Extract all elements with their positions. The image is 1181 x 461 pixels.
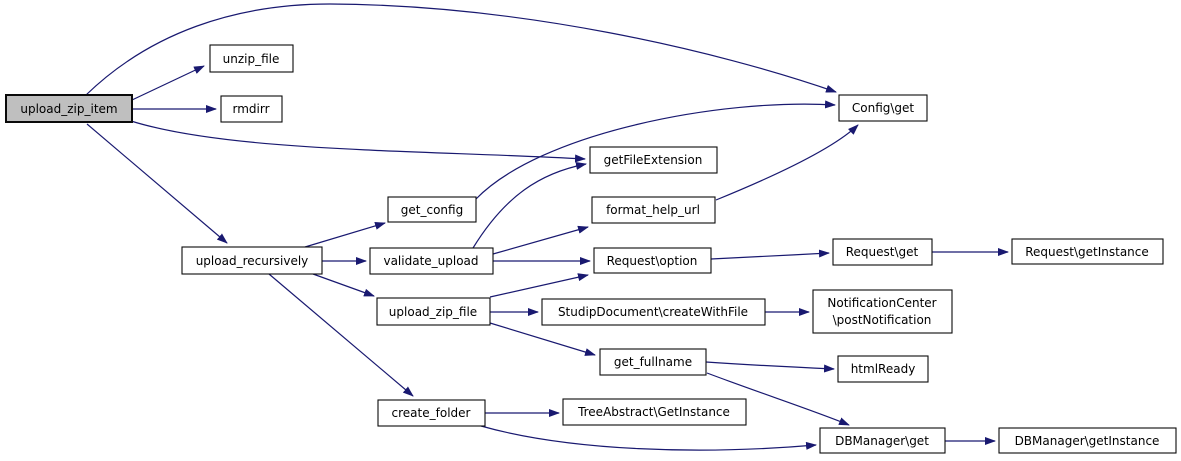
node-label: create_folder: [392, 406, 471, 420]
node-upload-zip-item: upload_zip_item: [5, 94, 133, 123]
node-rmdirr[interactable]: rmdirr: [220, 95, 283, 123]
node-box[interactable]: [181, 246, 323, 275]
node-create-folder[interactable]: create_folder: [377, 399, 486, 427]
node-label: format_help_url: [606, 203, 700, 217]
node-box[interactable]: [591, 196, 716, 224]
node-label-line-2: \postNotification: [833, 313, 932, 327]
edge-upload-zip-item-to-upload-recursively: [86, 123, 228, 244]
node-label: upload_zip_file: [389, 305, 477, 319]
node-box[interactable]: [837, 355, 929, 383]
edge-upload-zip-file-to-request-option: [489, 273, 589, 298]
edge-upload-recursively-to-get-config: [304, 222, 386, 248]
node-box[interactable]: [998, 427, 1177, 454]
edge-upload-recursively-to-upload-zip-file: [312, 273, 375, 297]
node-studipdocument-createwithfile[interactable]: StudipDocument\createWithFile: [541, 298, 766, 326]
node-box[interactable]: [562, 398, 747, 426]
node-box[interactable]: [1011, 238, 1164, 265]
node-get-fullname[interactable]: get_fullname: [599, 348, 707, 376]
node-format-help-url[interactable]: format_help_url: [591, 196, 716, 224]
edge-validate-upload-to-format-help-url: [492, 225, 589, 255]
node-request-getinstance[interactable]: Request\getInstance: [1011, 238, 1164, 265]
node-label: Request\getInstance: [1025, 245, 1149, 259]
node-request-get[interactable]: Request\get: [832, 238, 933, 266]
node-box[interactable]: [209, 44, 294, 73]
node-treeabstract-getinstance[interactable]: TreeAbstract\GetInstance: [562, 398, 747, 426]
edge-request-option-to-request-get: [710, 249, 830, 260]
node-box[interactable]: [369, 247, 494, 275]
node-dbmanager-get[interactable]: DBManager\get: [819, 427, 946, 454]
node-label: upload_zip_item: [20, 102, 117, 116]
node-dbmanager-getinstance[interactable]: DBManager\getInstance: [998, 427, 1177, 454]
node-label: DBManager\get: [835, 434, 929, 448]
edge-get-fullname-to-htmlready: [705, 361, 835, 373]
node-unzip-file[interactable]: unzip_file: [209, 44, 294, 73]
node-box[interactable]: [812, 289, 953, 334]
node-get-file-extension[interactable]: getFileExtension: [589, 146, 718, 174]
edge-layer: [85, 3, 1009, 451]
node-box[interactable]: [220, 95, 283, 123]
node-label: TreeAbstract\GetInstance: [577, 405, 730, 419]
node-label: get_fullname: [614, 355, 692, 369]
node-label: getFileExtension: [604, 153, 703, 167]
node-upload-zip-file[interactable]: upload_zip_file: [376, 297, 491, 326]
node-htmlready[interactable]: htmlReady: [837, 355, 929, 383]
node-box[interactable]: [832, 238, 933, 266]
node-get-config[interactable]: get_config: [387, 196, 477, 223]
node-box[interactable]: [593, 247, 712, 274]
node-box[interactable]: [838, 94, 928, 122]
node-label: rmdirr: [232, 102, 269, 116]
node-box[interactable]: [376, 297, 491, 326]
node-box[interactable]: [589, 146, 718, 174]
node-box: [5, 94, 133, 123]
node-box[interactable]: [377, 399, 486, 427]
node-label: unzip_file: [223, 52, 280, 66]
node-box[interactable]: [541, 298, 766, 326]
node-request-option[interactable]: Request\option: [593, 247, 712, 274]
edge-create-folder-to-dbmanager-get: [480, 425, 817, 451]
edge-upload-zip-item-to-get-file-extension: [130, 120, 586, 163]
edge-format-help-url-to-config-get: [715, 124, 859, 201]
edge-upload-zip-file-to-get-fullname: [489, 322, 596, 356]
node-label: StudipDocument\createWithFile: [558, 305, 748, 319]
node-box[interactable]: [819, 427, 946, 454]
edge-get-fullname-to-dbmanager-get: [706, 372, 850, 426]
node-label: Request\get: [846, 245, 919, 259]
edge-upload-recursively-to-create-folder: [268, 273, 414, 397]
node-layer: upload_zip_item unzip_file rmdirr upload…: [5, 44, 1177, 454]
edge-upload-zip-item-to-config-get: [85, 3, 837, 96]
node-label: Request\option: [607, 254, 698, 268]
node-config-get[interactable]: Config\get: [838, 94, 928, 122]
edge-validate-upload-to-get-file-extension: [472, 161, 587, 249]
node-label: get_config: [401, 203, 463, 217]
node-label: htmlReady: [851, 362, 916, 376]
edge-get-config-to-config-get: [475, 100, 836, 200]
node-validate-upload[interactable]: validate_upload: [369, 247, 494, 275]
node-label: validate_upload: [383, 254, 478, 268]
node-box[interactable]: [599, 348, 707, 376]
node-notificationcenter-postnotification[interactable]: NotificationCenter \postNotification: [812, 289, 953, 334]
node-upload-recursively[interactable]: upload_recursively: [181, 246, 323, 275]
node-label: upload_recursively: [196, 254, 309, 268]
node-label: Config\get: [852, 101, 915, 115]
node-label: DBManager\getInstance: [1015, 434, 1160, 448]
node-box[interactable]: [387, 196, 477, 223]
node-label-line-1: NotificationCenter: [827, 296, 936, 310]
edge-upload-zip-item-to-unzip-file: [131, 65, 205, 101]
